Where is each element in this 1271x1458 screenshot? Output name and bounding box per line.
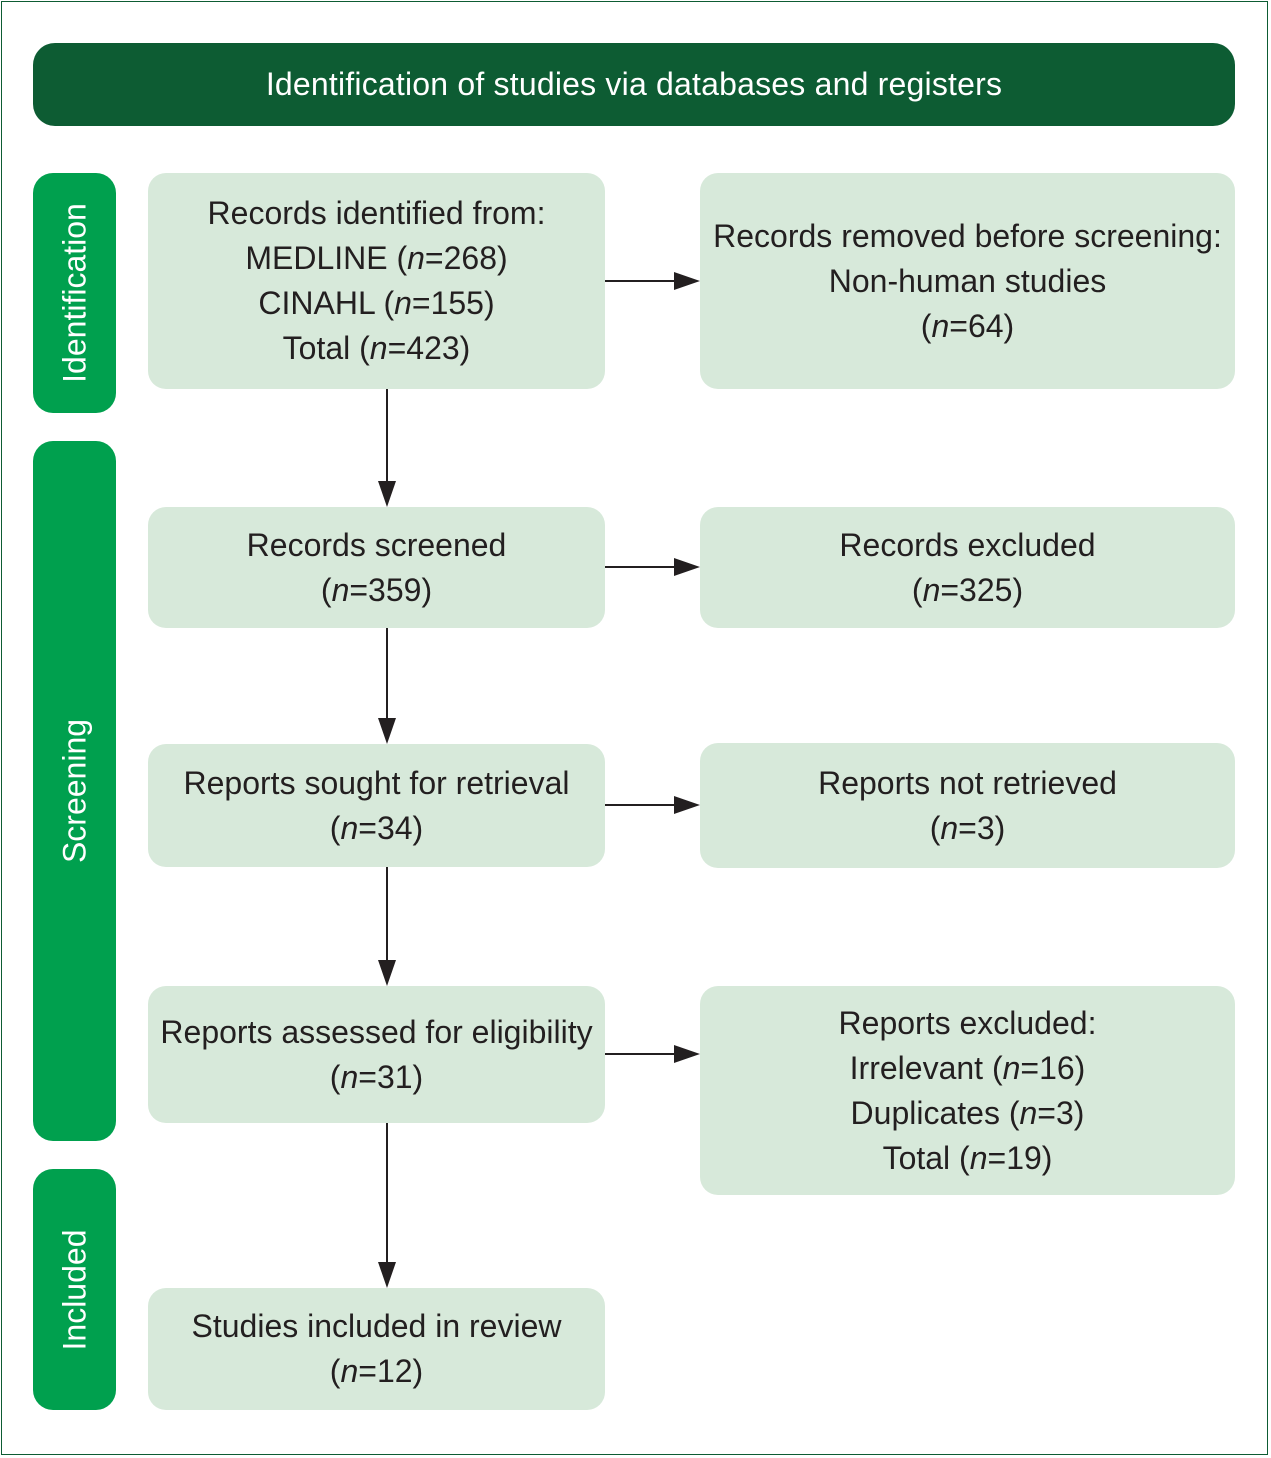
box-records-excluded: Records excluded (n=325): [700, 507, 1235, 628]
records-screened-count: (n=359): [320, 571, 433, 608]
box-reports-assessed: Reports assessed for eligibility (n=31): [148, 986, 605, 1123]
box-records-screened: Records screened (n=359): [148, 507, 605, 628]
records-identified-medline: MEDLINE (n=268): [245, 240, 508, 276]
arrowhead-sought-to-not-retrieved: [674, 796, 700, 814]
arrowhead-identified-to-removed: [674, 272, 700, 290]
records-removed-count: (n=64): [920, 307, 1015, 344]
arrowhead-identified-to-screened: [378, 481, 396, 507]
stage-included: Included: [33, 1169, 116, 1410]
box-studies-included: Studies included in review (n=12): [148, 1288, 605, 1410]
records-removed-heading: Records removed before screening:: [713, 217, 1222, 254]
records-excluded-count: (n=325): [911, 571, 1024, 608]
arrowhead-assessed-to-included: [378, 1262, 396, 1288]
reports-not-retrieved-count: (n=3): [929, 809, 1006, 846]
arrowhead-assessed-to-excluded: [674, 1045, 700, 1063]
box-records-removed: Records removed before screening: Non-hu…: [700, 173, 1235, 389]
studies-included-count: (n=12): [329, 1353, 424, 1389]
records-identified-total: Total (n=423): [282, 330, 471, 366]
arrowhead-screened-to-sought: [378, 718, 396, 744]
header-title: Identification of studies via databases …: [265, 66, 1003, 102]
reports-sought-count: (n=34): [329, 809, 424, 846]
reports-assessed-heading: Reports assessed for eligibility: [160, 1013, 593, 1050]
reports-sought-heading: Reports sought for retrieval: [183, 764, 570, 801]
records-screened-heading: Records screened: [246, 526, 507, 563]
reports-not-retrieved-heading: Reports not retrieved: [818, 764, 1117, 801]
box-records-identified: Records identified from: MEDLINE (n=268)…: [148, 173, 605, 389]
reports-excluded-duplicates: Duplicates (n=3): [850, 1094, 1085, 1131]
box-reports-sought: Reports sought for retrieval (n=34): [148, 744, 605, 867]
box-reports-not-retrieved: Reports not retrieved (n=3): [700, 743, 1235, 868]
reports-excluded-total: Total (n=19): [882, 1139, 1053, 1176]
reports-assessed-count: (n=31): [329, 1058, 424, 1095]
stage-identification: Identification: [33, 173, 116, 413]
studies-included-heading: Studies included in review: [191, 1308, 562, 1344]
records-removed-subheading: Non-human studies: [828, 262, 1107, 299]
reports-excluded-heading: Reports excluded:: [838, 1004, 1097, 1041]
box-reports-excluded: Reports excluded: Irrelevant (n=16) Dupl…: [700, 986, 1235, 1195]
arrowhead-sought-to-assessed: [378, 960, 396, 986]
stage-screening: Screening: [33, 441, 116, 1141]
reports-excluded-irrelevant: Irrelevant (n=16): [849, 1049, 1086, 1086]
diagram-header: Identification of studies via databases …: [33, 43, 1235, 126]
records-identified-heading: Records identified from:: [207, 195, 546, 231]
arrowhead-screened-to-excluded: [674, 558, 700, 576]
records-excluded-heading: Records excluded: [839, 526, 1096, 563]
records-identified-cinahl: CINAHL (n=155): [258, 285, 495, 321]
